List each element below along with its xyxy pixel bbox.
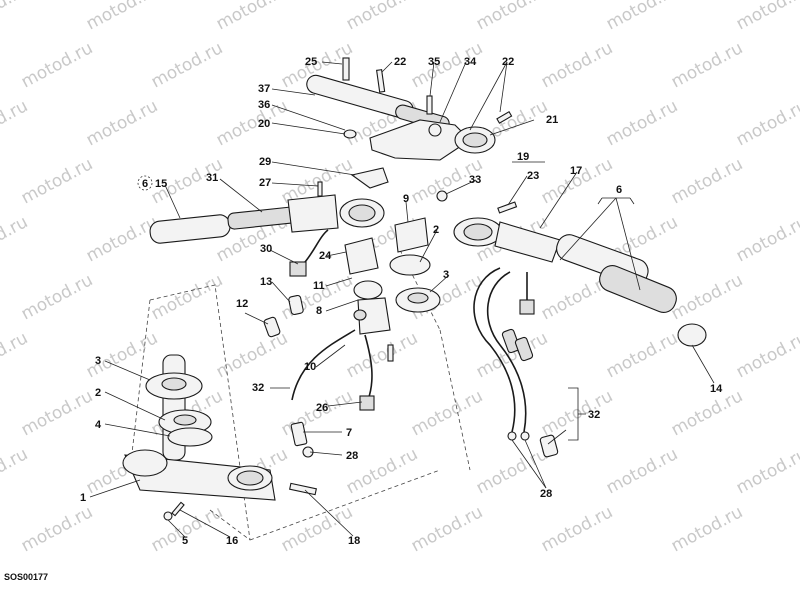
ignition-assembly: [263, 237, 394, 458]
watermark-text: motod.ru: [668, 502, 746, 556]
callout-4: 4: [95, 419, 102, 431]
watermark-text: motod.ru: [0, 0, 31, 34]
watermark-text: motod.ru: [538, 502, 616, 556]
callout-24: 24: [319, 250, 332, 262]
callout-19: 19: [517, 151, 529, 163]
callout-8: 8: [316, 305, 322, 317]
callout-33: 33: [469, 174, 481, 186]
watermark-text: motod.ru: [603, 0, 681, 34]
callout-27: 27: [259, 177, 271, 189]
callout-1: 1: [80, 492, 86, 504]
left-handlebar: [149, 194, 385, 277]
steering-damper: [306, 57, 513, 197]
watermark-text: motod.ru: [343, 0, 421, 34]
callout-22b: 22: [502, 56, 514, 68]
watermark-text: motod.ru: [343, 328, 421, 382]
throttle-cables: [473, 267, 559, 458]
callout-28b: 28: [540, 488, 552, 500]
callout-20: 20: [258, 118, 270, 130]
watermark-text: motod.ru: [668, 386, 746, 440]
callout-2b: 2: [95, 387, 101, 399]
watermark-text: motod.ru: [0, 328, 31, 382]
callout-26: 26: [316, 402, 328, 414]
callout-6: 6: [142, 178, 148, 190]
callout-29: 29: [259, 156, 271, 168]
callout-22: 22: [394, 56, 406, 68]
right-handlebar: [453, 201, 707, 347]
callout-2: 2: [433, 224, 439, 236]
callout-5: 5: [182, 535, 188, 547]
callout-30: 30: [260, 243, 272, 255]
watermark-text: motod.ru: [148, 38, 226, 92]
watermark-text: motod.ru: [733, 328, 800, 382]
callout-7: 7: [346, 427, 352, 439]
watermark-text: motod.ru: [538, 38, 616, 92]
callout-ring-6: [137, 175, 153, 191]
watermark-text: motod.ru: [733, 0, 800, 34]
watermark-text: motod.ru: [0, 96, 31, 150]
watermark-text: motod.ru: [18, 38, 96, 92]
watermark-text: motod.ru: [538, 154, 616, 208]
callout-31: 31: [206, 172, 218, 184]
watermark-text: motod.ru: [213, 0, 291, 34]
callout-28: 28: [346, 450, 358, 462]
watermark-text: motod.ru: [408, 386, 486, 440]
watermark-text: motod.ru: [603, 444, 681, 498]
callout-3b: 3: [95, 355, 101, 367]
drawing-code: SOS00177: [4, 572, 48, 582]
callout-18: 18: [348, 535, 360, 547]
callout-32: 32: [252, 382, 264, 394]
watermark-text: motod.ru: [603, 328, 681, 382]
callout-36: 36: [258, 99, 270, 111]
watermark-text: motod.ru: [668, 154, 746, 208]
watermark-text: motod.ru: [733, 96, 800, 150]
spacer-stack: [389, 190, 448, 313]
callout-6b: 6: [616, 184, 622, 196]
callout-3: 3: [443, 269, 449, 281]
watermark-text: motod.ru: [18, 154, 96, 208]
callout-16: 16: [226, 535, 238, 547]
callout-11: 11: [313, 280, 325, 292]
callout-10: 10: [304, 361, 316, 373]
watermark-text: motod.ru: [408, 502, 486, 556]
callout-32b: 32: [588, 409, 600, 421]
watermark-text: motod.ru: [668, 38, 746, 92]
callout-14: 14: [710, 383, 723, 395]
watermark-text: motod.ru: [733, 444, 800, 498]
watermark-text: motod.ru: [668, 270, 746, 324]
leader-lines: [89, 61, 715, 538]
callout-15: 15: [155, 178, 167, 190]
watermark-text: motod.ru: [473, 0, 551, 34]
callout-23: 23: [527, 170, 539, 182]
steering-stem: [122, 354, 317, 521]
watermark-text: motod.ru: [148, 502, 226, 556]
callout-9: 9: [403, 193, 409, 205]
watermark-text: motod.ru: [0, 444, 31, 498]
watermark-text: motod.ru: [278, 502, 356, 556]
watermark-text: motod.ru: [538, 386, 616, 440]
callout-37: 37: [258, 83, 270, 95]
callout-21: 21: [546, 114, 558, 126]
callout-12: 12: [236, 298, 248, 310]
watermark-text: motod.ru: [18, 502, 96, 556]
watermark-text: motod.ru: [148, 270, 226, 324]
callout-17: 17: [570, 165, 582, 177]
watermark-text: motod.ru: [83, 96, 161, 150]
callout-25: 25: [305, 56, 317, 68]
watermark-text: motod.ru: [733, 212, 800, 266]
watermark-text: motod.ru: [213, 96, 291, 150]
callout-labels: 25 22 35 34 22 37 36 20 21 29 19 27 31 3…: [80, 56, 723, 547]
watermark-text: motod.ru: [18, 386, 96, 440]
watermark-text: motod.ru: [213, 328, 291, 382]
callout-35: 35: [428, 56, 440, 68]
callout-34: 34: [464, 56, 477, 68]
watermark-text: motod.ru: [18, 270, 96, 324]
watermark-text: motod.ru: [83, 212, 161, 266]
watermark-text: motod.ru: [0, 212, 31, 266]
callout-13: 13: [260, 276, 272, 288]
watermark-text: motod.ru: [83, 0, 161, 34]
watermark-text: motod.ru: [603, 96, 681, 150]
